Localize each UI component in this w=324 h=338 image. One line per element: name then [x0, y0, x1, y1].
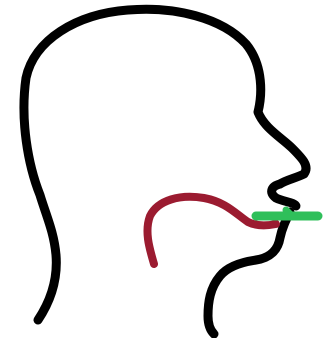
chin-throat [208, 212, 290, 334]
tongue [147, 197, 276, 264]
upper-lip [272, 184, 296, 206]
lips-marker-tip [286, 210, 292, 216]
head-outline [24, 9, 306, 320]
